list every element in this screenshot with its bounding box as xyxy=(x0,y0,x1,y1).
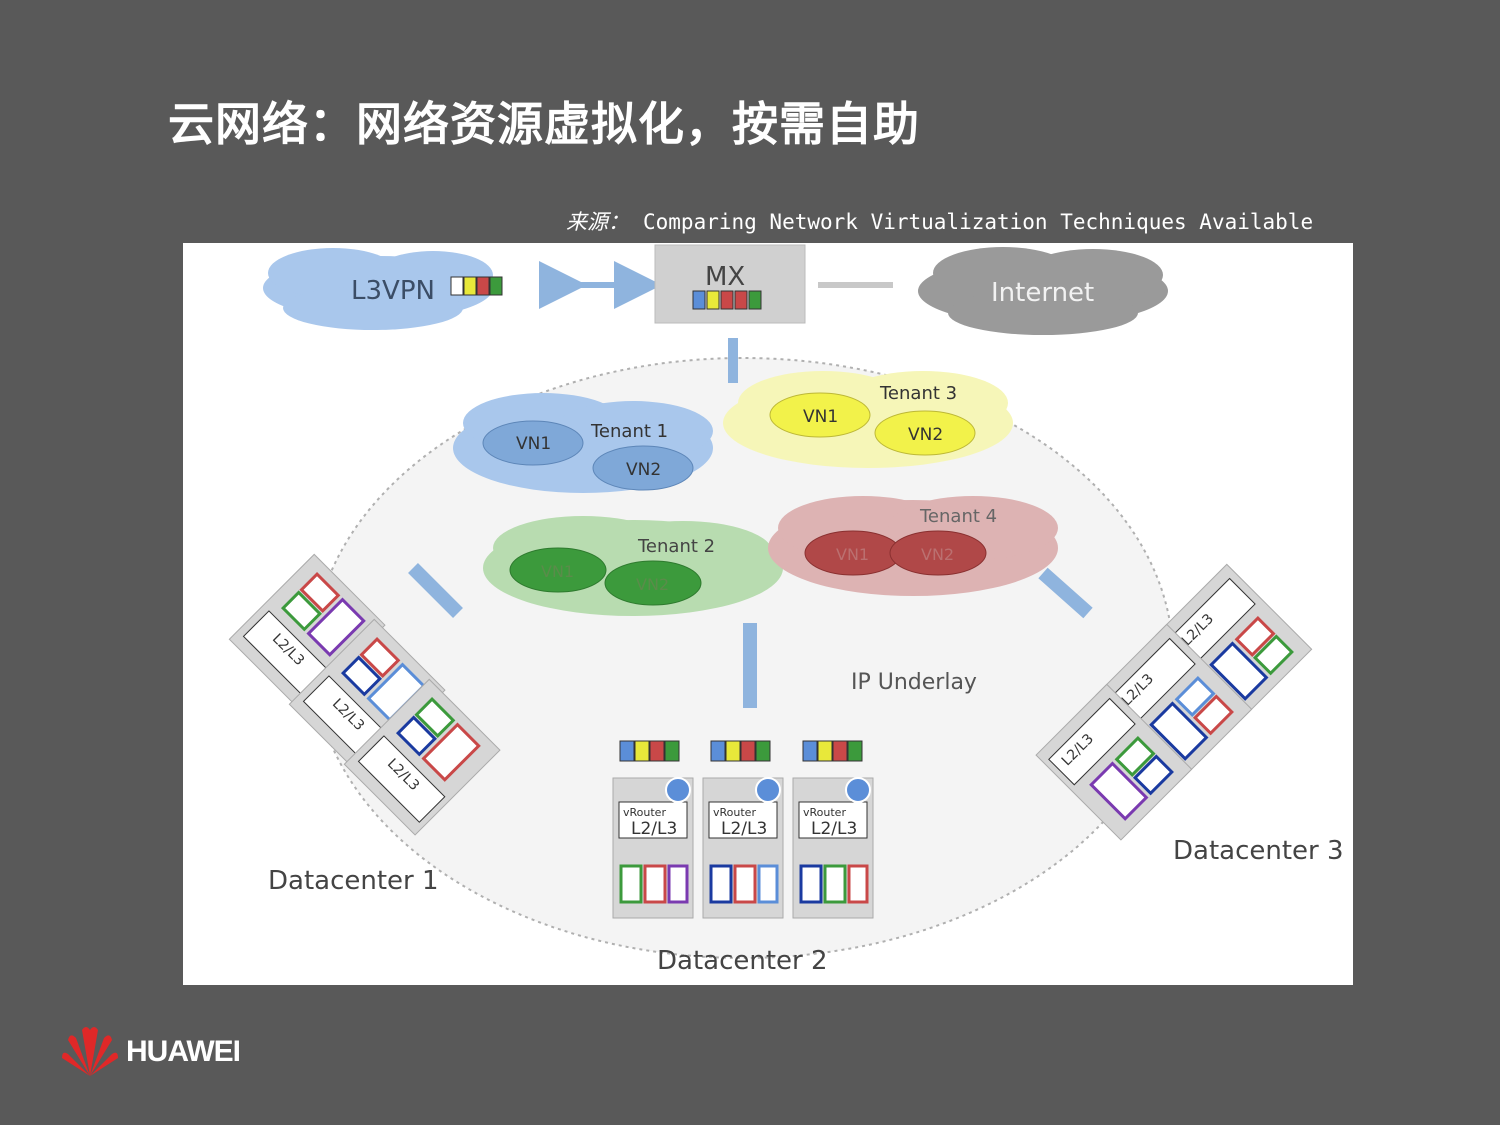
dc2-color-stripes xyxy=(620,741,862,761)
dc2-server-3-vrouter: vRouter xyxy=(803,806,846,819)
dc3-label: Datacenter 3 xyxy=(1173,836,1344,866)
dc2-server-2-layer: L2/L3 xyxy=(721,819,767,839)
tenant-4-vn1: VN1 xyxy=(836,545,869,564)
internet-label: Internet xyxy=(991,278,1094,308)
tenant-2-label: Tenant 2 xyxy=(637,536,715,557)
l3vpn-label: L3VPN xyxy=(351,276,435,306)
tenant-3-vn2: VN2 xyxy=(908,425,943,445)
ip-underlay-label: IP Underlay xyxy=(851,670,977,695)
slide-title: 云网络：网络资源虚拟化，按需自助 xyxy=(168,88,920,154)
diagram-canvas: IP Underlay L3VPN MX xyxy=(183,243,1353,985)
internet-cloud: Internet xyxy=(918,247,1168,335)
tenant-2-cloud: Tenant 2 VN1 VN2 xyxy=(483,516,783,616)
tenant-1-vn2: VN2 xyxy=(626,460,661,480)
tenant-4-label: Tenant 4 xyxy=(919,506,997,527)
dc1-label: Datacenter 1 xyxy=(268,866,439,896)
tenant-4-cloud: Tenant 4 VN1 VN2 xyxy=(768,496,1058,596)
tenant-4-vn2: VN2 xyxy=(921,545,954,564)
tenant-2-vn2: VN2 xyxy=(636,575,669,594)
huawei-logo-text: HUAWEI xyxy=(126,1035,240,1069)
mx-router: MX xyxy=(655,245,805,323)
tenant-1-vn1: VN1 xyxy=(516,434,551,454)
source-label: 来源： xyxy=(566,210,629,234)
dc2-server-3: vRouter L2/L3 xyxy=(793,778,873,918)
huawei-logo: HUAWEI xyxy=(60,1020,260,1080)
l3vpn-color-stripe xyxy=(451,277,502,295)
dc2-server-1-layer: L2/L3 xyxy=(631,819,677,839)
network-diagram: IP Underlay L3VPN MX xyxy=(183,243,1353,985)
l3vpn-cloud: L3VPN xyxy=(263,248,502,330)
tenant-3-vn1: VN1 xyxy=(803,407,838,427)
dc2-label: Datacenter 2 xyxy=(657,946,828,976)
source-caption: 来源： Comparing Network Virtualization Tech… xyxy=(566,206,1313,236)
dc2-server-3-layer: L2/L3 xyxy=(811,819,857,839)
dc2-server-2: vRouter L2/L3 xyxy=(703,778,783,918)
huawei-flower-icon xyxy=(60,1020,120,1080)
tenant-1-label: Tenant 1 xyxy=(590,421,668,442)
dc2-server-1-vrouter: vRouter xyxy=(623,806,666,819)
dc2-server-2-vrouter: vRouter xyxy=(713,806,756,819)
tenant-3-cloud: Tenant 3 VN1 VN2 xyxy=(723,371,1013,468)
tenant-2-vn1: VN1 xyxy=(541,562,574,581)
tenant-3-label: Tenant 3 xyxy=(879,383,957,404)
tenant-1-cloud: Tenant 1 VN1 VN2 xyxy=(453,393,713,493)
mx-label: MX xyxy=(705,262,745,292)
dc2-server-1: vRouter L2/L3 xyxy=(613,778,693,918)
source-text: Comparing Network Virtualization Techniq… xyxy=(643,210,1313,234)
